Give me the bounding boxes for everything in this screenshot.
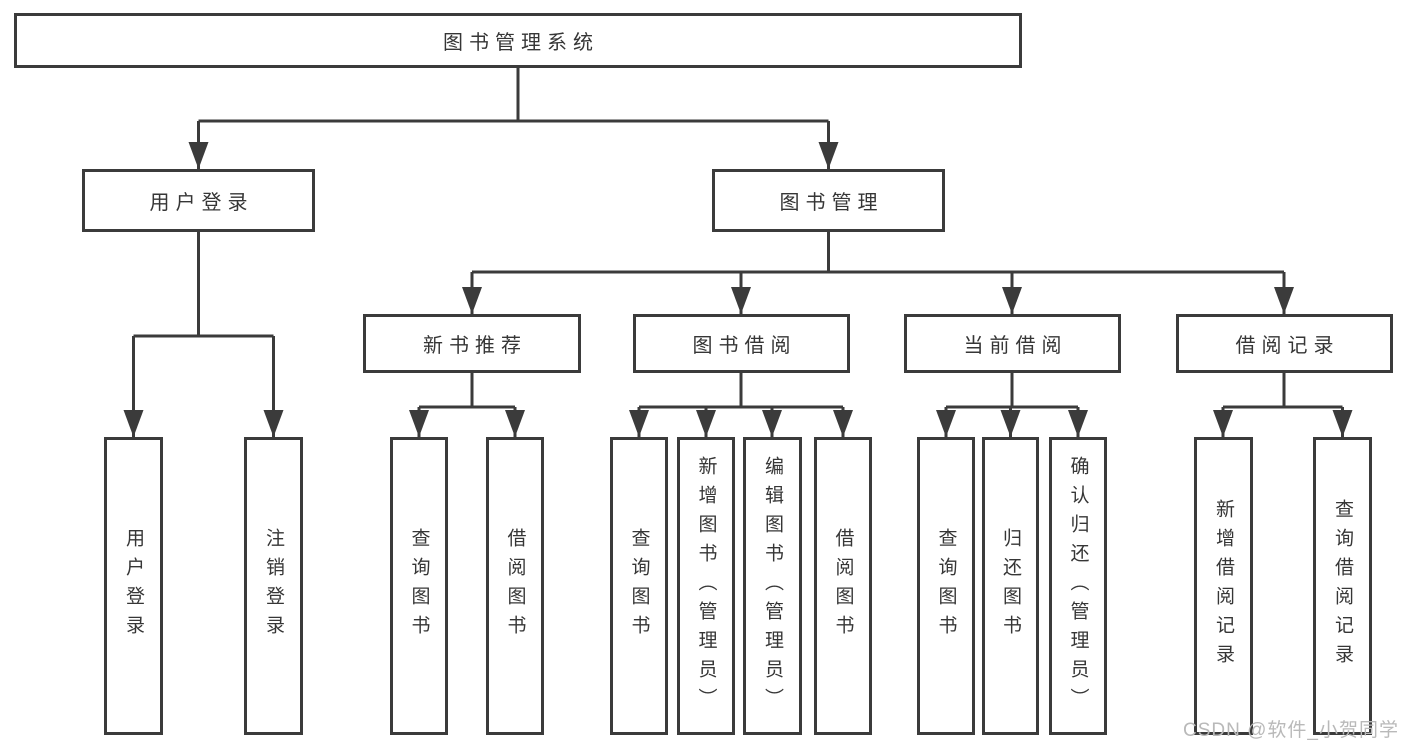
leaf-edit-book-admin-label: 编辑图书（管理员）	[762, 455, 783, 717]
leaf-add-book-admin: 新增图书（管理员）	[677, 437, 735, 735]
node-current-borrowing: 当前借阅	[904, 314, 1121, 373]
leaf-rec-borrow-book: 借阅图书	[486, 437, 544, 735]
leaf-query-borrow-record: 查询借阅记录	[1313, 437, 1372, 735]
node-borrowing-records: 借阅记录	[1176, 314, 1393, 373]
leaf-add-borrow-record: 新增借阅记录	[1194, 437, 1253, 735]
node-new-book-recommendation: 新书推荐	[363, 314, 581, 373]
leaf-add-borrow-record-label: 新增借阅记录	[1213, 499, 1234, 673]
node-book-management: 图书管理	[712, 169, 945, 232]
leaf-return-book-label: 归还图书	[1000, 528, 1021, 644]
csdn-watermark: CSDN @软件_小贺同学	[1183, 720, 1399, 741]
leaf-query-borrow-record-label: 查询借阅记录	[1332, 499, 1353, 673]
leaf-current-query-book: 查询图书	[917, 437, 975, 735]
leaf-rec-query-book: 查询图书	[390, 437, 448, 735]
leaf-user-login: 用户登录	[104, 437, 163, 735]
leaf-confirm-return-admin-label: 确认归还（管理员）	[1067, 455, 1089, 717]
leaf-edit-book-admin: 编辑图书（管理员）	[743, 437, 802, 735]
leaf-logout: 注销登录	[244, 437, 303, 735]
leaf-return-book: 归还图书	[982, 437, 1039, 735]
leaf-borrow-borrow-book-label: 借阅图书	[832, 528, 854, 644]
leaf-logout-label: 注销登录	[263, 528, 284, 644]
leaf-rec-query-book-label: 查询图书	[408, 528, 430, 644]
leaf-confirm-return-admin: 确认归还（管理员）	[1049, 437, 1107, 735]
leaf-current-query-book-label: 查询图书	[935, 528, 957, 644]
leaf-user-login-label: 用户登录	[123, 528, 144, 644]
leaf-rec-borrow-book-label: 借阅图书	[504, 528, 526, 644]
leaf-borrow-query-book: 查询图书	[610, 437, 668, 735]
leaf-add-book-admin-label: 新增图书（管理员）	[695, 455, 717, 717]
node-user-login: 用户登录	[82, 169, 315, 232]
node-root-library-management-system: 图书管理系统	[14, 13, 1022, 68]
node-book-borrowing: 图书借阅	[633, 314, 850, 373]
leaf-borrow-borrow-book: 借阅图书	[814, 437, 872, 735]
leaf-borrow-query-book-label: 查询图书	[628, 528, 650, 644]
